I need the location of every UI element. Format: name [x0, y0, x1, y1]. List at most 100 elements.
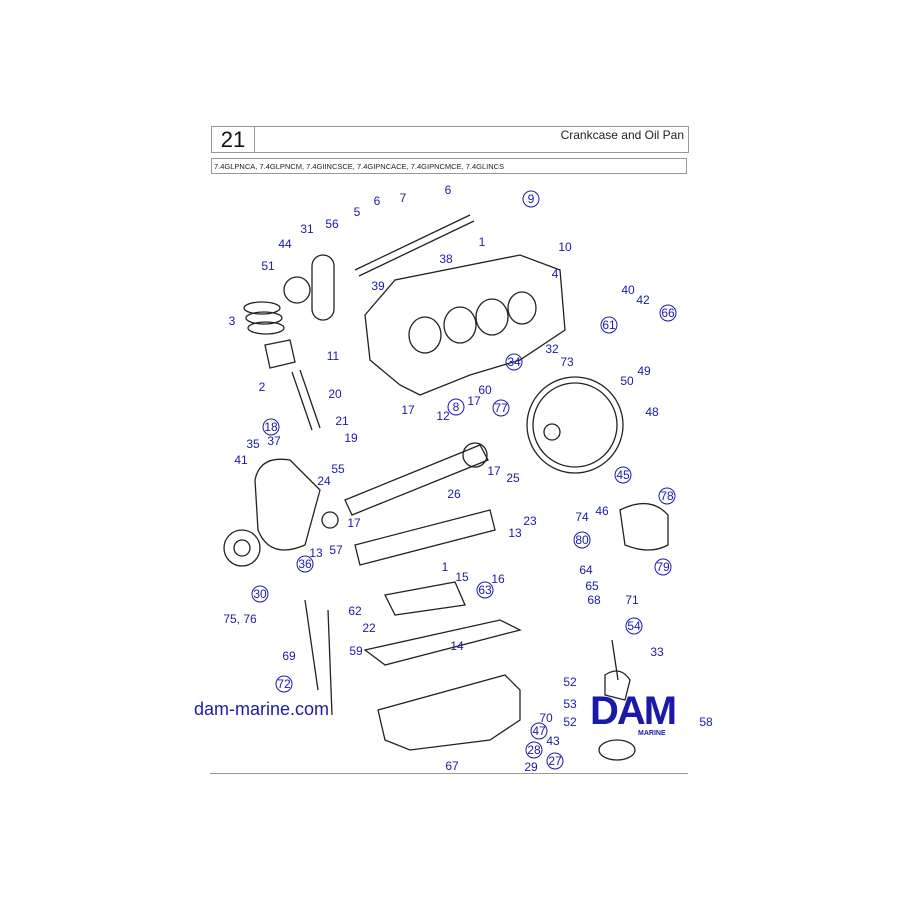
- callout-46: 46: [595, 504, 609, 518]
- callout-19: 19: [344, 431, 358, 445]
- callout-17: 17: [347, 516, 361, 530]
- callout-7: 7: [400, 191, 407, 205]
- callout-12: 12: [436, 409, 450, 423]
- callout-72: 72: [277, 677, 291, 691]
- callout-42: 42: [636, 293, 650, 307]
- timing-cover: [223, 458, 339, 567]
- callout-48: 48: [645, 405, 659, 419]
- callout-49: 49: [637, 364, 651, 378]
- callout-17: 17: [467, 394, 481, 408]
- callout-35: 35: [246, 437, 260, 451]
- callout-11: 11: [327, 349, 340, 363]
- callout-circle: [251, 585, 269, 603]
- callout-54: 54: [627, 619, 641, 633]
- callout-circle: [546, 752, 564, 770]
- page-number: 21: [212, 127, 255, 152]
- callout-circle: [659, 304, 677, 322]
- camshaft: [354, 214, 475, 277]
- callout-33: 33: [650, 645, 664, 659]
- callout-circle: [530, 722, 548, 740]
- callout-14: 14: [450, 639, 464, 653]
- callout-80: 80: [575, 533, 589, 547]
- callout-73: 73: [560, 355, 574, 369]
- callout-77: 77: [494, 401, 508, 415]
- callout-15: 15: [455, 570, 469, 584]
- flywheel: [526, 376, 624, 474]
- callout-53: 53: [563, 697, 577, 711]
- callout-78: 78: [660, 489, 674, 503]
- callout-26: 26: [447, 487, 461, 501]
- callout-70: 70: [539, 711, 553, 725]
- callout-63: 63: [478, 583, 492, 597]
- callout-43: 43: [546, 734, 560, 748]
- callout-56: 56: [325, 217, 339, 231]
- callout-55: 55: [331, 462, 345, 476]
- callout-circle: [492, 399, 510, 417]
- callout-10: 10: [558, 240, 572, 254]
- callout-61: 61: [602, 318, 616, 332]
- callout-9: 9: [528, 192, 535, 206]
- bottom-divider: [210, 773, 688, 774]
- callout-44: 44: [278, 237, 292, 251]
- callout-3: 3: [229, 314, 236, 328]
- callout-68: 68: [587, 593, 601, 607]
- callout-69: 69: [282, 649, 296, 663]
- callout-64: 64: [579, 563, 593, 577]
- callout-57: 57: [329, 543, 343, 557]
- dam-marine-logo: DAM MARINE: [590, 689, 677, 737]
- callout-18: 18: [264, 420, 278, 434]
- callout-39: 39: [371, 279, 385, 293]
- callout-20: 20: [328, 387, 342, 401]
- callout-52: 52: [563, 715, 577, 729]
- callout-45: 45: [616, 468, 630, 482]
- callout-47: 47: [532, 724, 546, 738]
- callout-51: 51: [261, 259, 275, 273]
- callout-24: 24: [317, 474, 331, 488]
- callout-16: 16: [491, 572, 505, 586]
- callout-71: 71: [625, 593, 639, 607]
- callout-41: 41: [234, 453, 248, 467]
- callout-60: 60: [478, 383, 492, 397]
- callout-1: 1: [442, 560, 449, 574]
- callout-75-76: 75, 76: [223, 612, 257, 626]
- callout-17: 17: [487, 464, 501, 478]
- callout-65: 65: [585, 579, 599, 593]
- callout-circle: [525, 741, 543, 759]
- website-link[interactable]: dam-marine.com: [194, 699, 330, 719]
- callout-13: 13: [309, 546, 323, 560]
- bellhousing: [619, 503, 669, 551]
- callout-29: 29: [524, 760, 538, 774]
- callout-circle: [625, 617, 643, 635]
- diagram-header: 21 Crankcase and Oil Pan: [211, 126, 689, 153]
- callout-circle: [658, 487, 676, 505]
- callout-62: 62: [348, 604, 362, 618]
- callout-58: 58: [699, 715, 713, 729]
- callout-25: 25: [506, 471, 520, 485]
- callout-79: 79: [656, 560, 670, 574]
- callout-circle: [654, 558, 672, 576]
- callout-22: 22: [362, 621, 376, 635]
- callout-circle: [476, 581, 494, 599]
- dipstick: [304, 599, 333, 716]
- callout-circle: [262, 418, 280, 436]
- diagram-title: Crankcase and Oil Pan: [560, 128, 684, 142]
- callout-circle: [522, 190, 540, 208]
- engine-block: [364, 254, 566, 396]
- timing-chain: [283, 254, 335, 321]
- oil-pan: [377, 674, 521, 751]
- callout-1: 1: [479, 235, 486, 249]
- callout-34: 34: [507, 355, 521, 369]
- callout-50: 50: [620, 374, 634, 388]
- callout-30: 30: [253, 587, 267, 601]
- callout-66: 66: [661, 306, 675, 320]
- callout-circle: [600, 316, 618, 334]
- callout-37: 37: [267, 434, 281, 448]
- callout-21: 21: [335, 414, 349, 428]
- callout-67: 67: [445, 759, 459, 773]
- callout-31: 31: [300, 222, 314, 236]
- model-list: 7.4GLPNCA, 7.4GLPNCM, 7.4GIINCSCE, 7.4GI…: [211, 158, 687, 174]
- callout-2: 2: [259, 380, 266, 394]
- callout-6: 6: [445, 183, 452, 197]
- callout-circle: [505, 353, 523, 371]
